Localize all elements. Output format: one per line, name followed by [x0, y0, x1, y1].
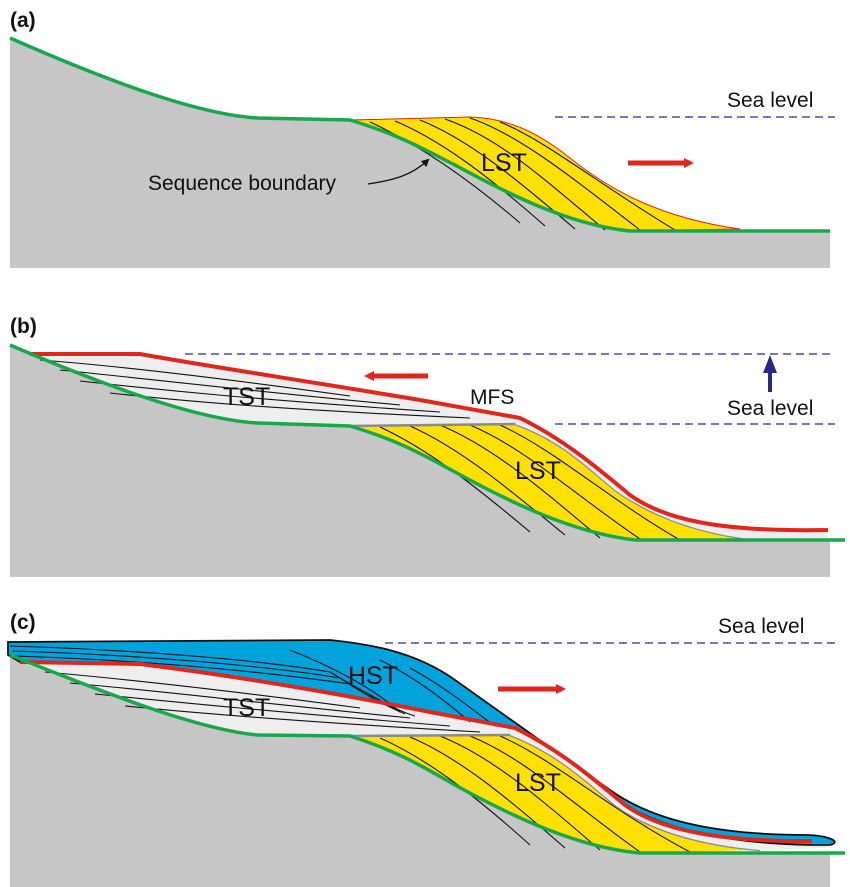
sequence-boundary-callout: Sequence boundary [148, 172, 336, 195]
lst-beds [369, 117, 676, 231]
sequence-boundary-line [9, 343, 845, 542]
basement [10, 655, 830, 887]
lst-wedge [350, 735, 760, 853]
arrow-up-icon [763, 355, 777, 392]
sequence-boundary-line [9, 653, 845, 855]
tst-wedge [20, 662, 510, 736]
tst-label-c: TST [223, 694, 270, 722]
basement [10, 345, 830, 577]
tst-wedge [30, 354, 520, 426]
mfs-surface [19, 660, 813, 844]
sequence-boundary-line [9, 36, 830, 233]
lst-label-b: LST [515, 457, 561, 485]
lst-wedge [350, 424, 760, 540]
lst-label-a: LST [481, 149, 527, 177]
mfs-surface [30, 352, 829, 533]
panel-b: (b) Sea level TST [9, 315, 845, 577]
lst-label-c: LST [515, 769, 561, 797]
basement [10, 38, 830, 268]
hst-label-c: HST [348, 662, 398, 690]
panel-c: (c) [7, 611, 845, 887]
sea-level-label-b: Sea level [727, 397, 813, 420]
tst-label-b: TST [223, 383, 270, 411]
panel-tag-b: (b) [10, 315, 37, 338]
lst-beds [379, 735, 691, 853]
panel-tag-c: (c) [10, 611, 36, 634]
mfs-label: MFS [470, 386, 514, 409]
sea-level-label-a: Sea level [727, 89, 813, 112]
callout-arrow [367, 158, 430, 185]
sea-level-label-c: Sea level [718, 615, 804, 638]
panel-a: (a) Sea level LST Sequence boundary [9, 9, 835, 268]
panel-tag-a: (a) [10, 9, 36, 32]
